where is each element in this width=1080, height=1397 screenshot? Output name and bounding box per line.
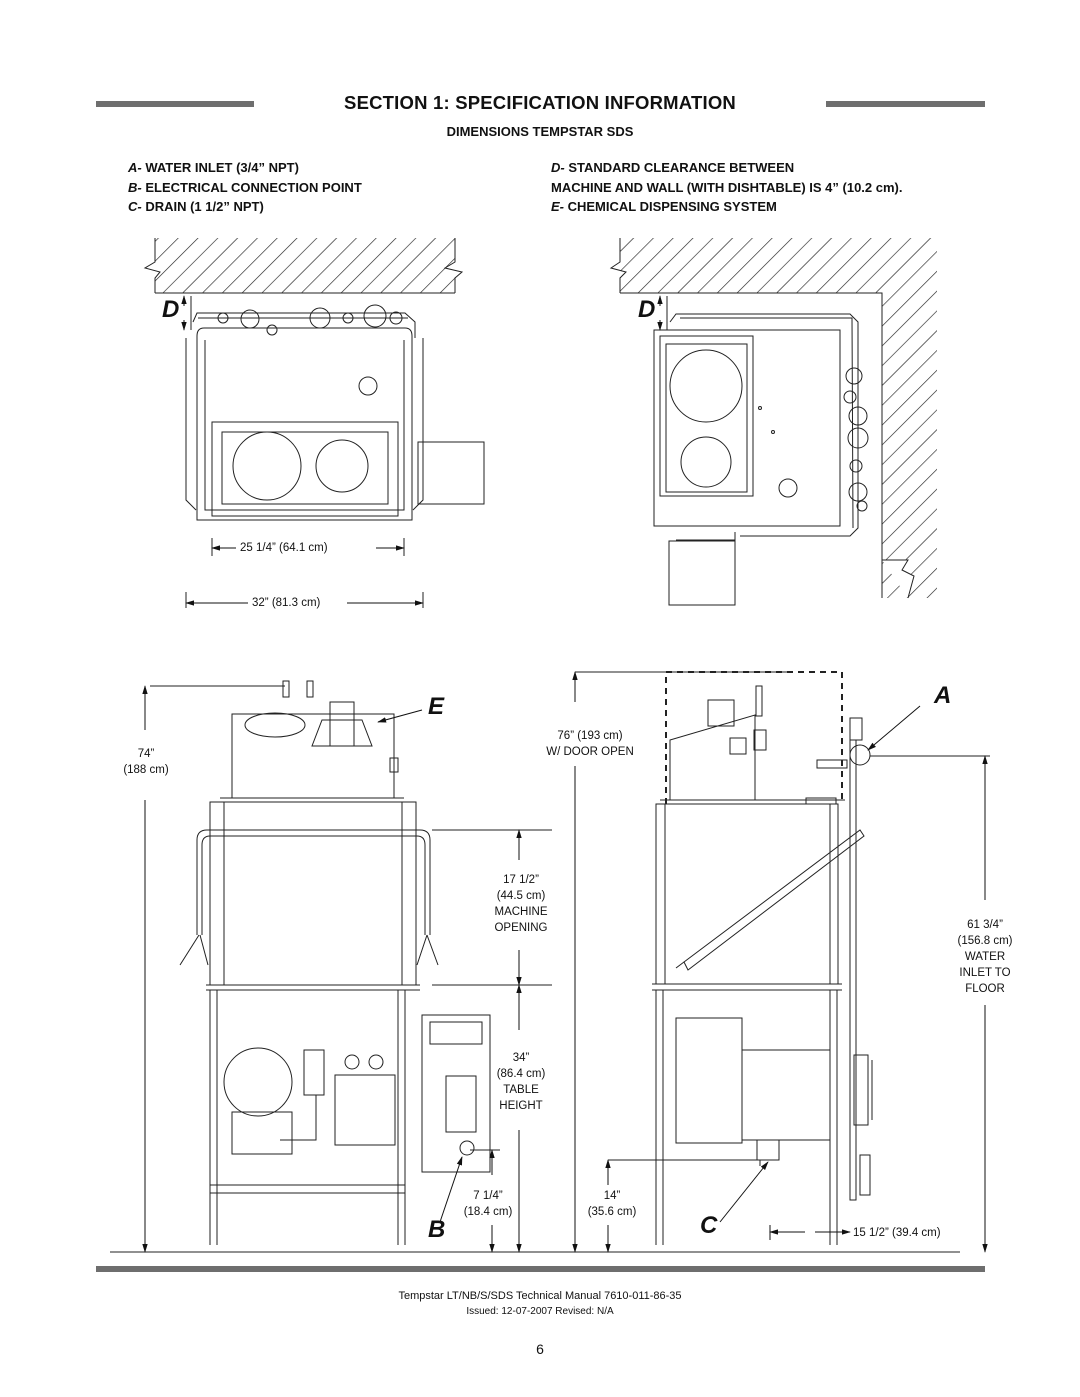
legend-item-d: D- STANDARD CLEARANCE BETWEEN	[551, 160, 795, 175]
dim-drain-label: 14”(35.6 cm)	[587, 1190, 637, 1218]
section-subtitle: DIMENSIONS TEMPSTAR SDS	[446, 124, 634, 139]
callout-b-leader	[440, 1156, 462, 1222]
header-rule-right	[826, 101, 985, 107]
callout-c: C	[700, 1212, 718, 1239]
footer-issued: Issued: 12-07-2007 Revised: N/A	[466, 1306, 614, 1317]
legend-item-d-cont: MACHINE AND WALL (WITH DISHTABLE) IS 4” …	[551, 179, 903, 195]
callout-a-leader	[867, 706, 920, 751]
dim-inner-width-label: 25 1/4” (64.1 cm)	[240, 542, 328, 554]
dim-offset-label: 15 1/2” (39.4 cm)	[853, 1227, 941, 1239]
legend-item-b: B- ELECTRICAL CONNECTION POINT	[128, 179, 362, 195]
callout-b: B	[428, 1216, 446, 1243]
footer-rule	[96, 1266, 985, 1272]
plan-view-corner	[611, 238, 937, 605]
legend-right: D- STANDARD CLEARANCE BETWEEN MACHINE AN…	[551, 158, 903, 217]
legend-left: A- WATER INLET (3/4” NPT) B- ELECTRICAL …	[128, 158, 362, 217]
front-view	[110, 681, 960, 1252]
legend-item-a: A- WATER INLET (3/4” NPT)	[128, 160, 299, 175]
legend-item-e: E- CHEMICAL DISPENSING SYSTEM	[551, 199, 777, 214]
callout-c-leader	[720, 1161, 769, 1222]
plan-view-straight	[145, 238, 484, 608]
footer-manual: Tempstar LT/NB/S/SDS Technical Manual 76…	[398, 1290, 682, 1302]
legend-item-c: C- DRAIN (1 1/2” NPT)	[128, 199, 264, 214]
section-title: SECTION 1: SPECIFICATION INFORMATION	[344, 92, 736, 113]
dim-76-label: 76” (193 cm)W/ DOOR OPEN	[546, 730, 634, 758]
dim-elec-label: 7 1/4”(18.4 cm)	[463, 1190, 513, 1218]
dim-74-label: 74”(188 cm)	[123, 748, 169, 776]
callout-e-leader	[377, 710, 422, 722]
callout-a: A	[934, 682, 952, 709]
callout-e: E	[428, 693, 445, 720]
callout-d-right: D	[638, 296, 656, 323]
page-number: 6	[536, 1341, 544, 1357]
header-rule-left	[96, 101, 254, 107]
callout-d-left: D	[162, 296, 180, 323]
side-view	[575, 672, 990, 1245]
dim-outer-width-label: 32” (81.3 cm)	[252, 597, 321, 609]
